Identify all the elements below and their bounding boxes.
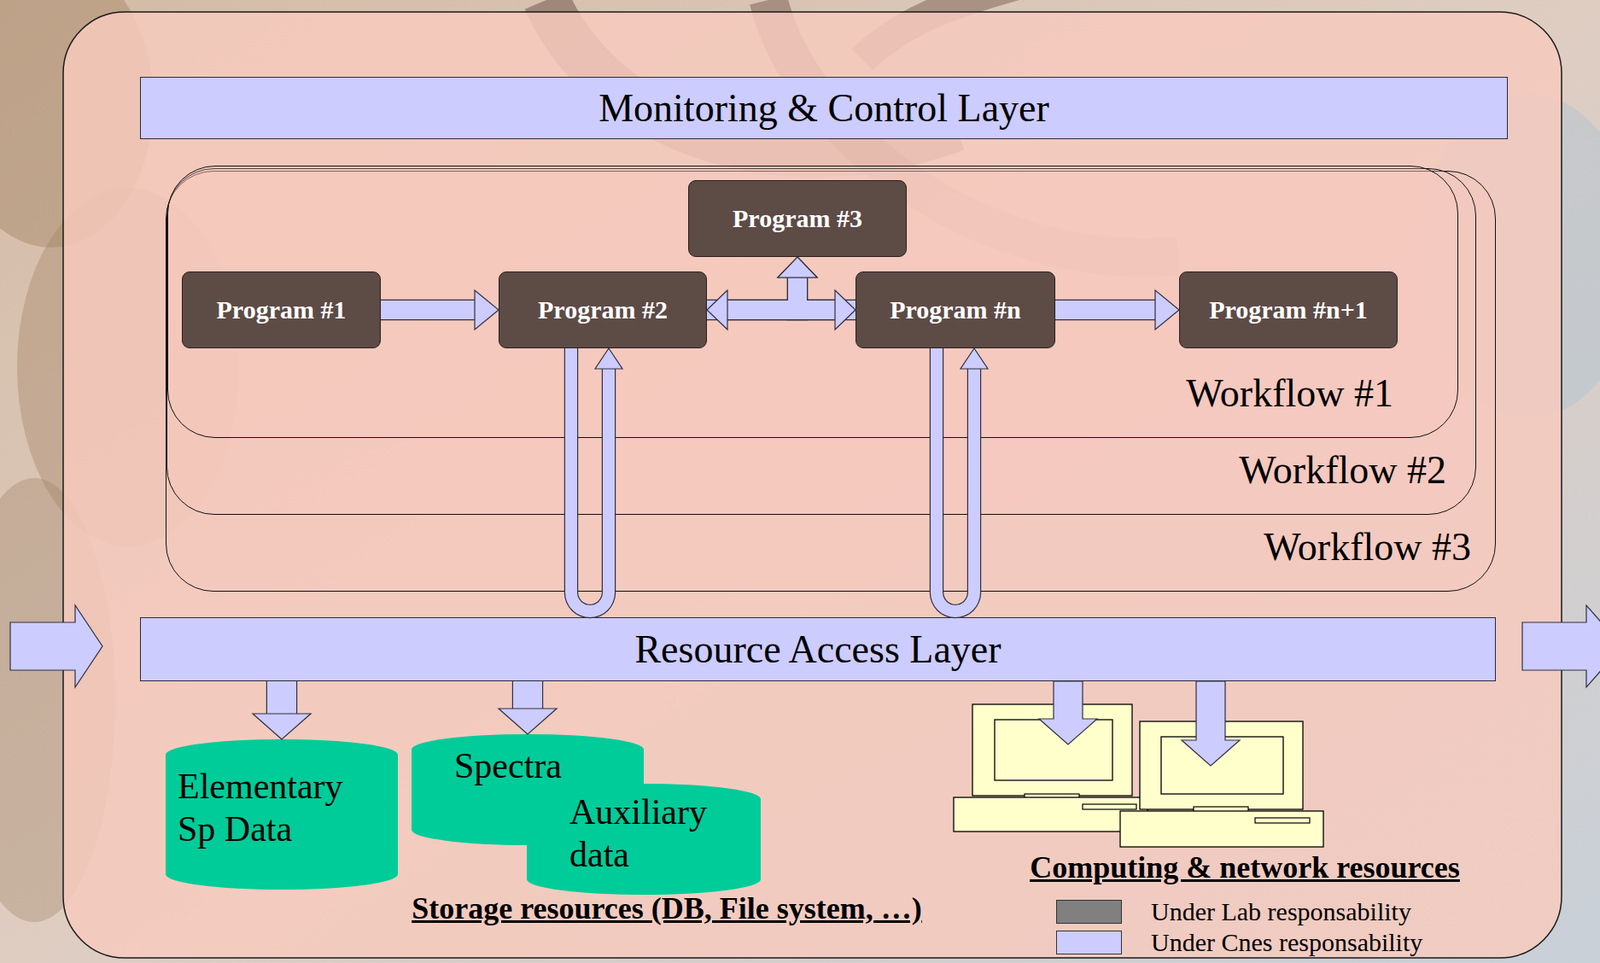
- label-holder: Computing & network resources: [1029, 850, 1460, 886]
- program-box: Program #n+1: [1179, 271, 1398, 349]
- arrow-head: [498, 708, 557, 735]
- legend-text: Under Cnes responsability: [1150, 928, 1423, 957]
- label-holder: Storage resources (DB, File system, …): [411, 891, 923, 927]
- program-box: Program #1: [181, 271, 381, 349]
- workflow-label-holder: Workflow #1: [1185, 371, 1394, 415]
- legend-row: Under Cnes responsability: [1056, 928, 1328, 959]
- block-arrow: [267, 681, 297, 714]
- legend-text: Under Lab responsability: [1150, 897, 1412, 926]
- legend-swatch: [1056, 899, 1122, 924]
- input-arrow: [10, 605, 103, 688]
- block-arrow: [1055, 300, 1156, 320]
- output-arrow: [1522, 605, 1600, 688]
- workflow-label: Workflow #1: [1185, 371, 1394, 415]
- layer-label: Monitoring & Control Layer: [598, 85, 1050, 131]
- storage-label: Auxiliary data: [569, 790, 741, 876]
- workflow-frame: Workflow #2 Workflow #1 Program #1 Program …: [166, 168, 1477, 515]
- workflow-frame: Workflow #3 Workflow #2 Workflow #1 Program…: [165, 170, 1496, 592]
- program-label: Program #1: [216, 294, 347, 326]
- block-arrow-outline: [1055, 299, 1156, 321]
- computer-monitor: [972, 704, 1133, 796]
- workflow-label-holder: Workflow #2: [1238, 448, 1447, 492]
- cylinder-body: [165, 739, 398, 890]
- storage-label: Spectra: [454, 744, 625, 788]
- workflow-label: Workflow #2: [1238, 448, 1447, 492]
- block-arrow-outline: [380, 299, 475, 321]
- layer-label: Resource Access Layer: [634, 626, 1001, 672]
- block-arrow: [513, 681, 543, 709]
- workflow-label: Workflow #3: [1263, 525, 1472, 569]
- program-label: Program #3: [732, 203, 863, 234]
- program-box: Program #2: [498, 271, 707, 349]
- resource-caption: Storage resources (DB, File system, …): [411, 891, 923, 927]
- workflow-label-holder: Workflow #3: [1263, 525, 1472, 569]
- cylinder-body: [526, 783, 761, 895]
- program-label: Program #n+1: [1208, 294, 1368, 326]
- program-box: Program #n: [855, 271, 1056, 349]
- block-arrow-outline: [266, 681, 298, 714]
- resource-arrow: [1181, 681, 1240, 766]
- computer-slot: [1082, 804, 1137, 810]
- computer-slot: [1255, 817, 1310, 824]
- block-arrow-outline: [512, 681, 544, 709]
- computer-base: [1120, 811, 1324, 847]
- storage-cylinder: Elementary Sp Data: [165, 739, 398, 890]
- control-layer-band: Monitoring & Control Layer: [140, 76, 1508, 140]
- legend-row: Under Lab responsability: [1056, 897, 1317, 929]
- program-label: Program #2: [537, 294, 668, 326]
- program-box: Program #3: [688, 180, 907, 257]
- block-arrow: [380, 300, 475, 320]
- program-label: Program #n: [889, 294, 1022, 326]
- storage-cylinder: Auxiliary data: [526, 783, 761, 895]
- system-frame: [63, 11, 1562, 958]
- legend-swatch: [1056, 930, 1122, 955]
- resource-arrow: [1039, 681, 1098, 745]
- computer-base: [953, 797, 1148, 832]
- storage-label: Elementary Sp Data: [177, 764, 370, 851]
- resource-layer-band: Resource Access Layer: [140, 617, 1496, 682]
- resource-caption: Computing & network resources: [1029, 850, 1460, 886]
- arrow-head: [252, 713, 311, 740]
